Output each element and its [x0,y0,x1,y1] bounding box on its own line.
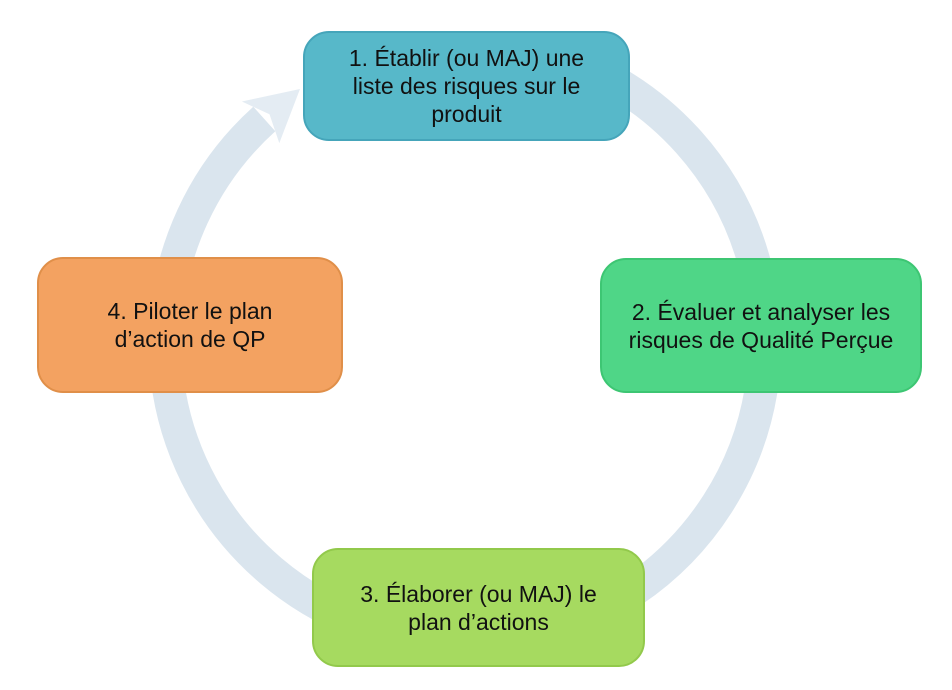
step-box-3: 3. Élaborer (ou MAJ) le plan d’actions [312,548,645,667]
step-3-label: 3. Élaborer (ou MAJ) le plan d’actions [360,580,597,635]
step-box-1: 1. Établir (ou MAJ) une liste des risque… [303,31,630,141]
step-2-label: 2. Évaluer et analyser les risques de Qu… [628,298,894,353]
arrow-head [241,89,300,144]
step-4-label: 4. Piloter le plan d’action de QP [107,298,273,352]
step-box-2: 2. Évaluer et analyser les risques de Qu… [600,258,922,393]
step-1-label: 1. Établir (ou MAJ) une liste des risque… [348,45,585,127]
step-box-4: 4. Piloter le plan d’action de QP [37,257,343,393]
